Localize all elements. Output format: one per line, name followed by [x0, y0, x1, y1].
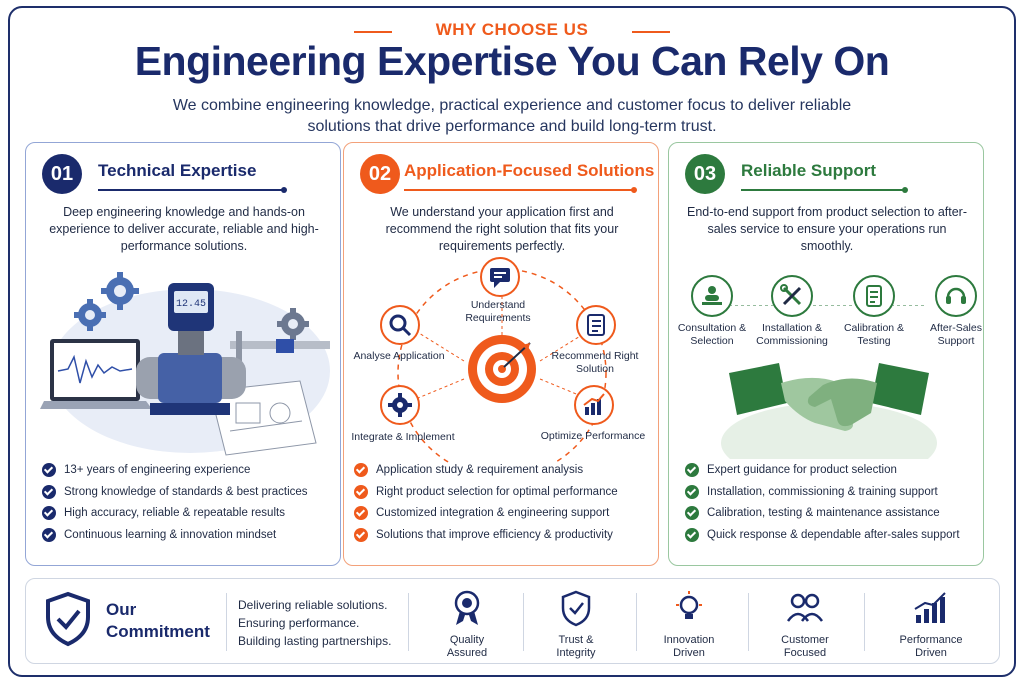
blueprint-drawing — [209, 380, 317, 456]
list-item: Right product selection for optimal perf… — [354, 484, 618, 507]
page-title: Engineering Expertise You Can Rely On — [134, 38, 890, 84]
settings-gear-icon — [380, 385, 420, 425]
cycle-label-analyse: Analyse Application — [353, 350, 445, 362]
card-description: Deep engineering knowledge and hands-on … — [49, 205, 319, 253]
card-title: Reliable Support — [741, 161, 877, 180]
title-underline — [741, 187, 908, 193]
value-trust: Trust &Integrity — [521, 589, 631, 660]
divider — [408, 593, 409, 651]
engineering-equipment-illustration: 12.45 — [40, 272, 330, 456]
card-bullet-list: Application study & requirement analysis… — [354, 463, 618, 549]
card-technical-expertise: 01 Technical Expertise Deep engineering … — [25, 142, 341, 566]
card-number-badge: 01 — [42, 154, 82, 194]
cycle-label-recommend: Recommend Right Solution — [551, 350, 639, 375]
transmitter-readout: 12.45 — [176, 299, 206, 310]
checklist-icon — [576, 305, 616, 345]
section-kicker: WHY CHOOSE US — [435, 20, 589, 39]
list-item: Continuous learning & innovation mindset — [42, 527, 308, 550]
cycle-label-understand: Understand Requirements — [465, 299, 531, 324]
commitment-statements: Delivering reliable solutions. Ensuring … — [238, 598, 392, 648]
kicker-rule-right — [632, 31, 670, 33]
list-item: Strong knowledge of standards & best pra… — [42, 484, 308, 507]
check-icon — [42, 484, 56, 499]
gear-icon — [101, 272, 139, 310]
check-icon — [685, 506, 699, 520]
list-item: Application study & requirement analysis — [354, 463, 618, 485]
list-item: Expert guidance for product selection — [685, 463, 960, 485]
check-icon — [354, 484, 368, 499]
divider — [748, 593, 749, 651]
consultation-icon — [691, 275, 733, 317]
card-bullet-list: Expert guidance for product selection In… — [685, 463, 960, 549]
list-item: Quick response & dependable after-sales … — [685, 527, 960, 550]
commitment-title: Our Commitment — [106, 600, 210, 641]
check-icon — [685, 484, 699, 499]
people-icon — [786, 593, 824, 622]
list-item: 13+ years of engineering experience — [42, 463, 308, 485]
title-underline — [98, 187, 287, 193]
title-underline — [404, 187, 637, 193]
gear-icon — [74, 299, 106, 331]
card-description: We understand your application first and… — [385, 205, 619, 253]
card-reliable-support: 03 Reliable Support End-to-end support f… — [668, 142, 984, 566]
service-installation: Installation & Commissioning — [753, 275, 831, 348]
check-icon — [685, 527, 699, 542]
service-calibration: Calibration & Testing — [835, 275, 913, 348]
card-number-badge: 02 — [360, 154, 400, 194]
magnifier-icon — [380, 305, 420, 345]
cycle-label-integrate: Integrate & Implement — [351, 431, 455, 443]
caliper-tool — [230, 331, 330, 361]
growth-chart-icon — [574, 385, 614, 425]
list-item: Customized integration & engineering sup… — [354, 506, 618, 528]
list-item: Calibration, testing & maintenance assis… — [685, 506, 960, 528]
cycle-label-optimize: Optimize Performance — [540, 430, 646, 442]
growth-chart-icon — [914, 592, 946, 623]
check-icon — [685, 463, 699, 477]
handshake-illustration — [721, 363, 937, 459]
check-icon — [42, 527, 56, 542]
target-icon — [468, 335, 536, 403]
checklist-icon — [853, 275, 895, 317]
divider — [864, 593, 865, 651]
service-consultation: Consultation & Selection — [673, 275, 751, 348]
list-item: Solutions that improve efficiency & prod… — [354, 527, 618, 550]
check-icon — [42, 506, 56, 520]
check-icon — [42, 463, 56, 477]
list-item: Installation, commissioning & training s… — [685, 484, 960, 507]
tools-icon — [771, 275, 813, 317]
card-title: Application-Focused Solutions — [404, 161, 655, 180]
divider — [226, 593, 227, 651]
card-number-badge: 03 — [685, 154, 725, 194]
process-cycle-diagram — [397, 268, 607, 463]
card-bullet-list: 13+ years of engineering experience Stro… — [42, 463, 308, 549]
ribbon-icon — [454, 590, 480, 625]
gear-icon — [277, 308, 309, 340]
card-title: Technical Expertise — [98, 161, 257, 180]
page-subtitle: We combine engineering knowledge, practi… — [172, 97, 852, 135]
check-icon — [354, 463, 368, 477]
list-item: High accuracy, reliable & repeatable res… — [42, 506, 308, 528]
divider — [523, 593, 524, 651]
kicker-rule-left — [354, 31, 392, 33]
card-description: End-to-end support from product selectio… — [686, 205, 967, 253]
shield-check-icon — [561, 590, 591, 627]
shield-check-icon — [46, 591, 90, 647]
chat-icon — [480, 257, 520, 297]
check-icon — [354, 506, 368, 520]
headset-icon — [935, 275, 977, 317]
service-after-sales: After-Sales Support — [917, 275, 995, 348]
pressure-transmitter: 12.45 — [136, 283, 246, 415]
commitment-bar: Our Commitment Delivering reliable solut… — [25, 578, 1000, 664]
card-application-focused: 02 Application-Focused Solutions We unde… — [343, 142, 659, 566]
lightbulb-icon — [676, 591, 702, 619]
divider — [636, 593, 637, 651]
check-icon — [354, 527, 368, 542]
laptop-waveform — [40, 339, 152, 409]
